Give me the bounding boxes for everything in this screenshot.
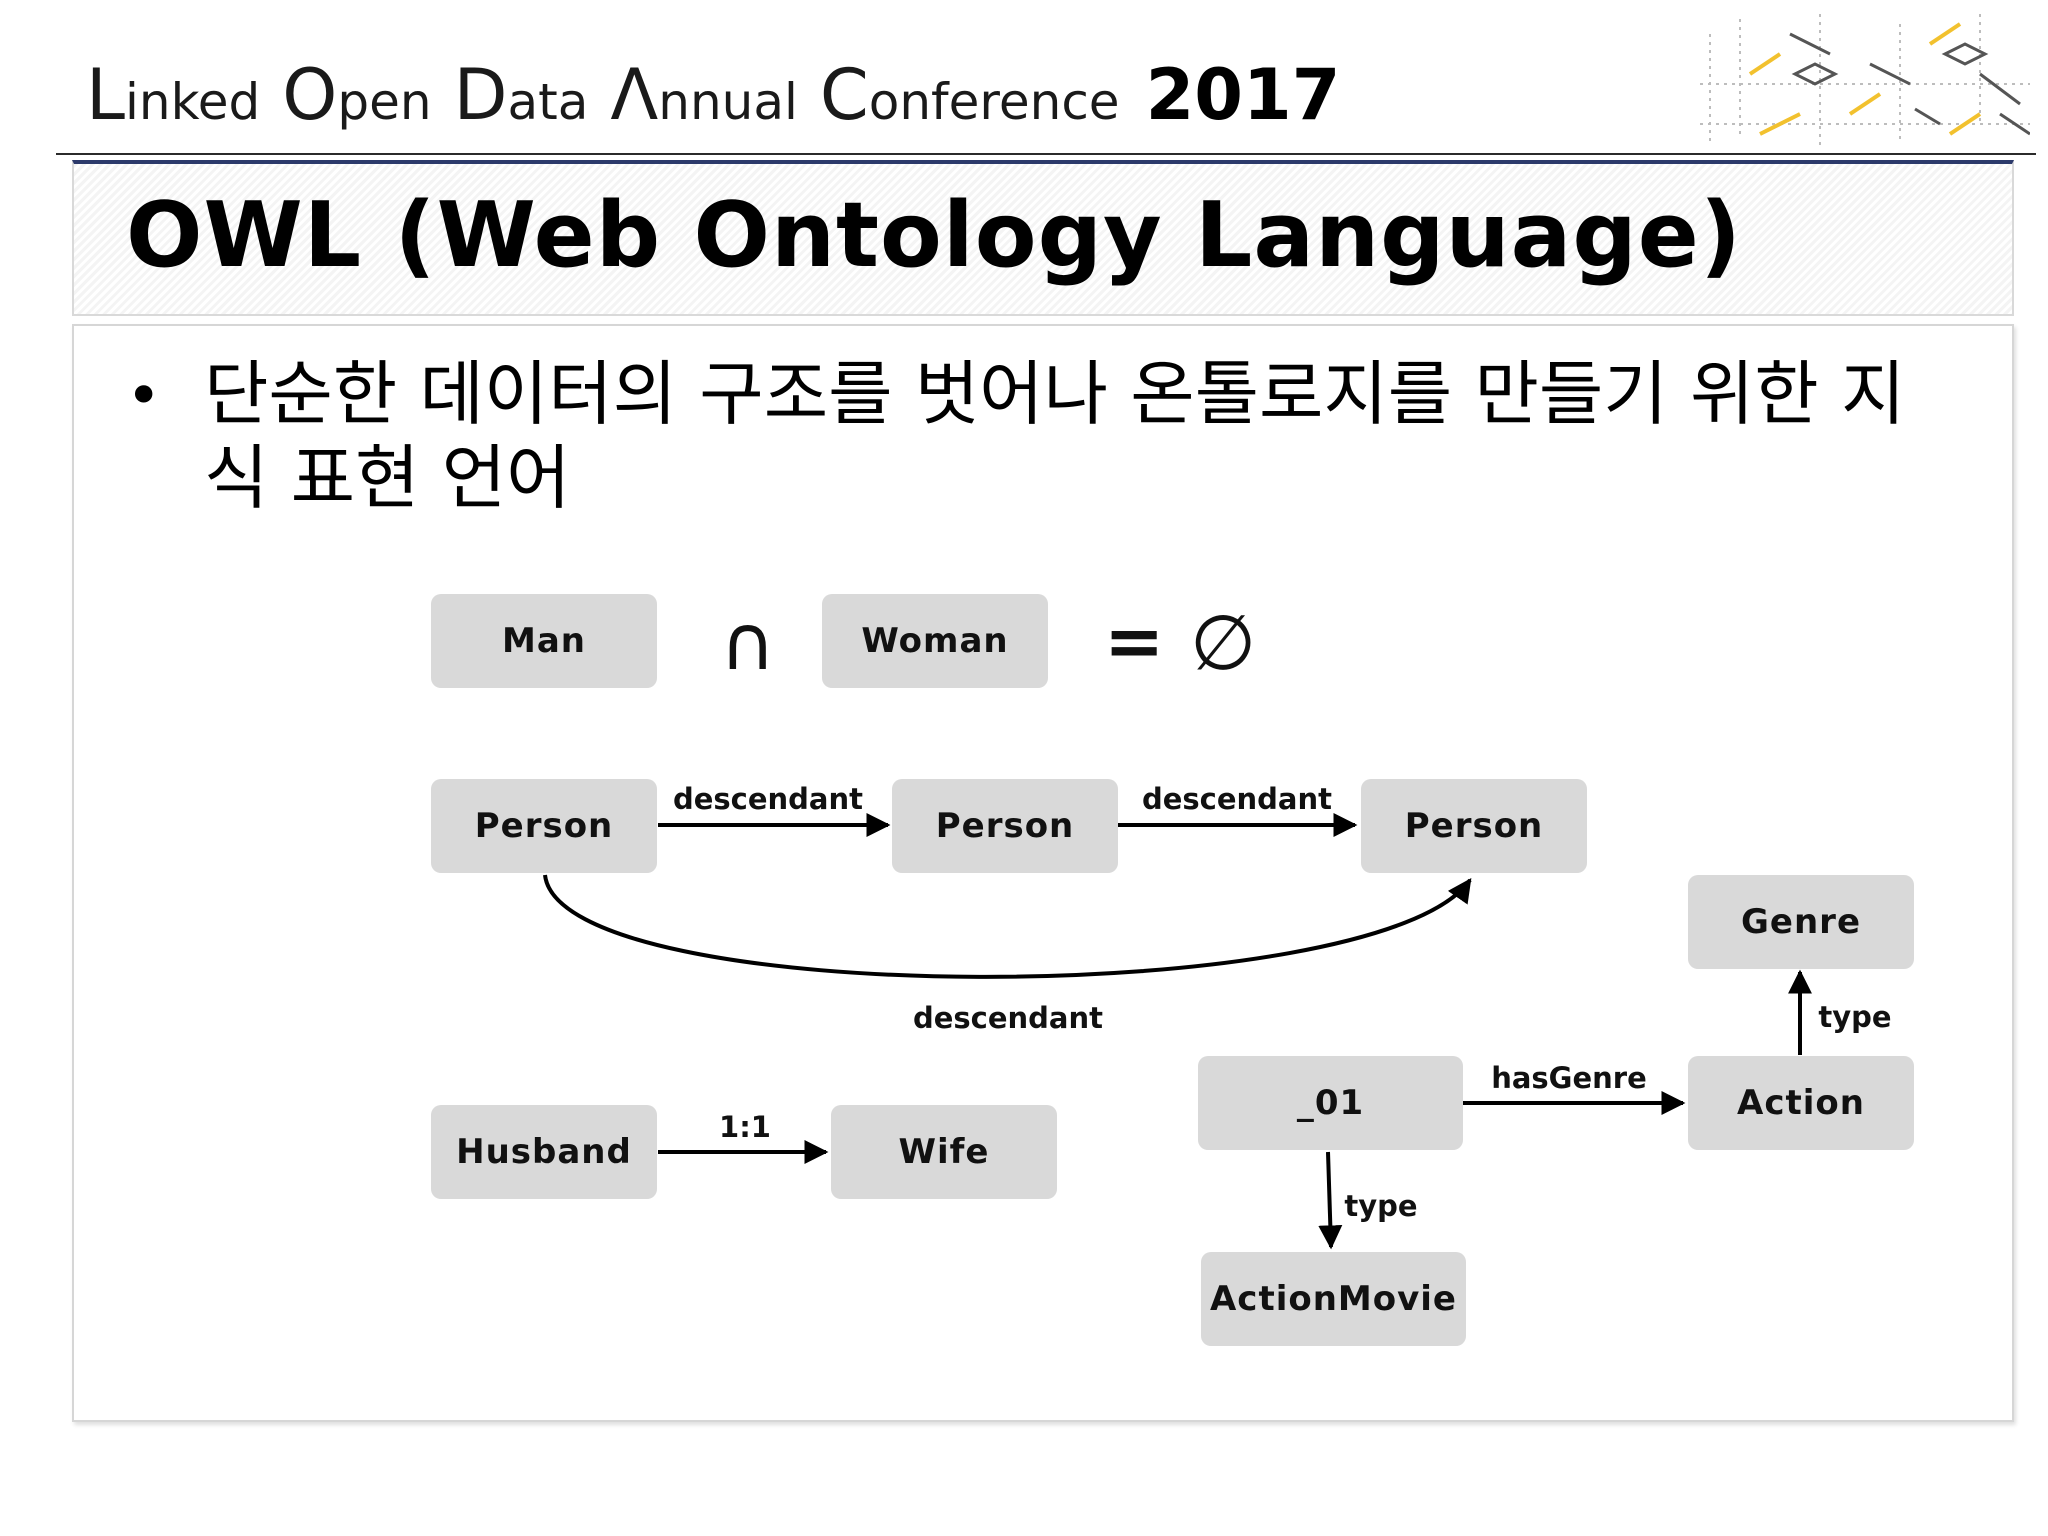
node-action-movie: ActionMovie xyxy=(1201,1252,1466,1346)
bullet-text: 단순한 데이터의 구조를 벗어나 온톨로지를 만들기 위한 지식 표현 언어 xyxy=(204,353,1906,519)
intersection-symbol: ∩ xyxy=(720,598,776,687)
node-woman: Woman xyxy=(822,594,1048,688)
header-divider xyxy=(56,153,2036,155)
node-husband: Husband xyxy=(431,1105,657,1199)
empty-set-symbol: ∅ xyxy=(1190,598,1257,687)
node-genre: Genre xyxy=(1688,875,1914,969)
slide-title-box: OWL (Web Ontology Language) xyxy=(72,160,2014,316)
decorative-pattern-icon xyxy=(1700,14,2030,148)
edge-p1-p3 xyxy=(543,874,1472,979)
cap-letter: C xyxy=(819,54,869,136)
edge-label-instance-type: type xyxy=(1344,1189,1418,1223)
edge-label-action-genre: type xyxy=(1818,1000,1892,1034)
cap-letter: L xyxy=(86,54,125,136)
node-person-3: Person xyxy=(1361,779,1587,873)
node-man: Man xyxy=(431,594,657,688)
slide-title: OWL (Web Ontology Language) xyxy=(126,183,1742,288)
slide-content: • 단순한 데이터의 구조를 벗어나 온톨로지를 만들기 위한 지식 표현 언어 xyxy=(72,324,2014,1422)
conference-year: 2017 xyxy=(1145,54,1341,136)
cap-letter: D xyxy=(453,54,508,136)
edge-label-husband-wife: 1:1 xyxy=(719,1110,771,1144)
word-rest: pen xyxy=(337,73,432,131)
word-rest: ata xyxy=(507,73,589,131)
node-person-2: Person xyxy=(892,779,1118,873)
node-action: Action xyxy=(1688,1056,1914,1150)
edge-label-p2-p3: descendant xyxy=(1141,782,1333,816)
cap-letter: Λ xyxy=(610,54,659,136)
node-person-1: Person xyxy=(431,779,657,873)
node-instance: _01 xyxy=(1198,1056,1463,1150)
word-rest: onference xyxy=(868,73,1120,131)
node-wife: Wife xyxy=(831,1105,1057,1199)
word-rest: nnual xyxy=(658,73,798,131)
equals-symbol: = xyxy=(1104,599,1165,683)
edge-label-p1-p2: descendant xyxy=(672,782,864,816)
word-rest: inked xyxy=(125,73,261,131)
bullet-icon: • xyxy=(126,361,162,431)
edge-label-p1-p3: descendant xyxy=(912,1001,1104,1035)
cap-letter: O xyxy=(282,54,338,136)
edge-instance-actionmovie xyxy=(1318,1151,1343,1250)
edge-label-has-genre: hasGenre xyxy=(1491,1061,1647,1095)
